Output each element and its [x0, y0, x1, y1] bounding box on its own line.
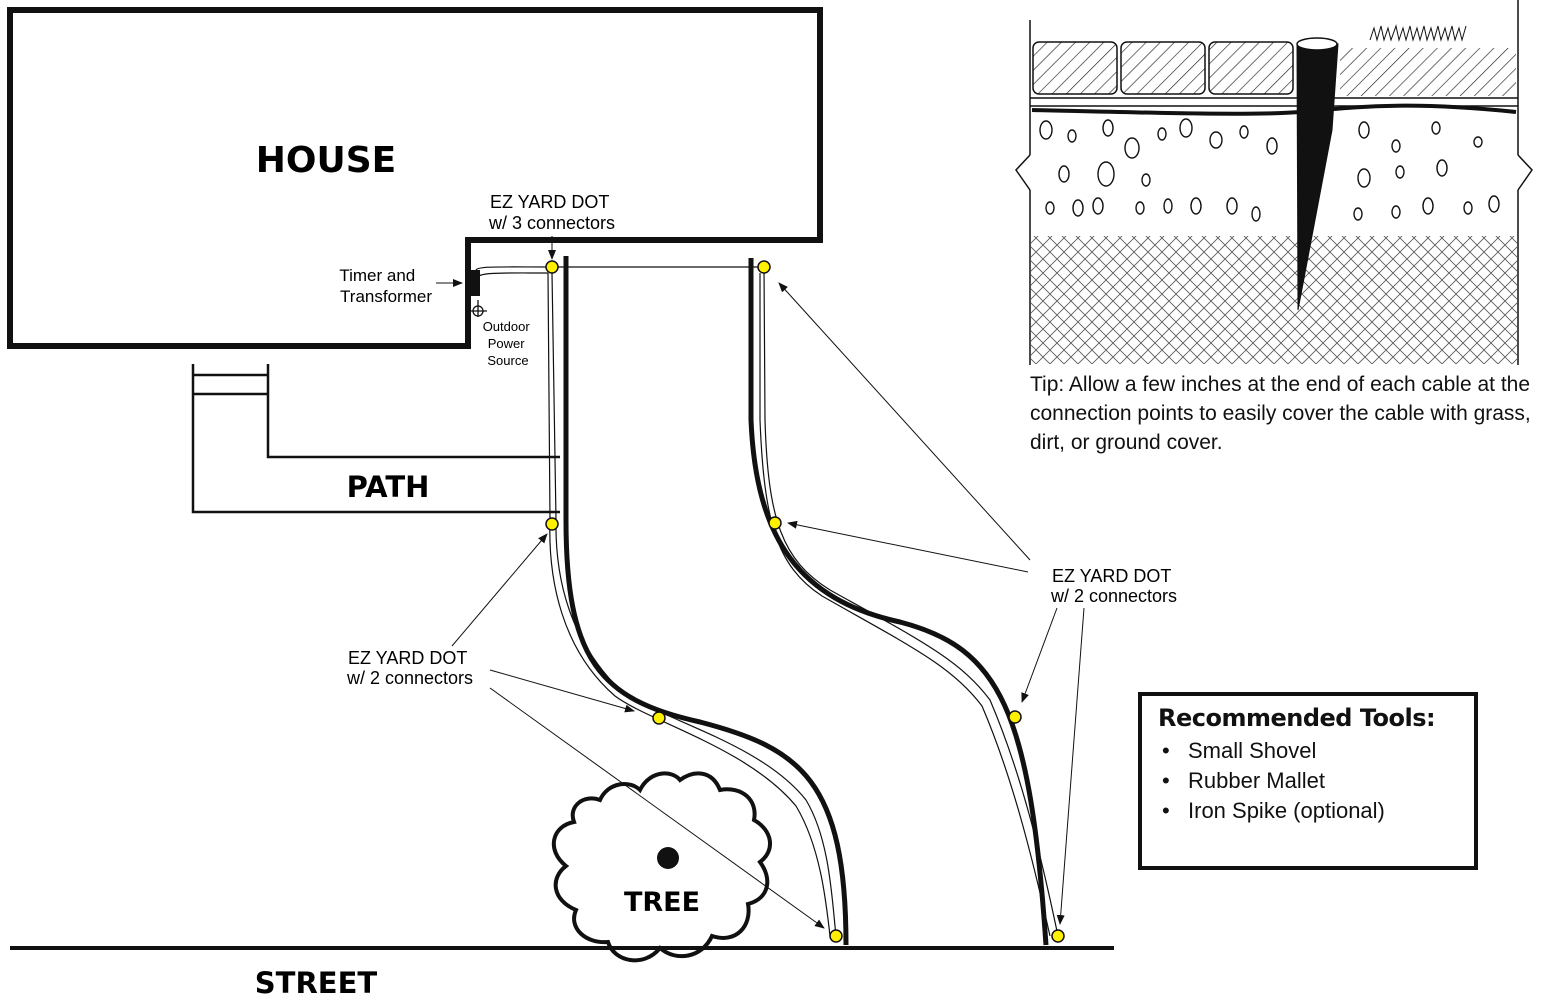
dot2-left-label-1: EZ YARD DOT [348, 648, 467, 668]
transformer-box [466, 270, 480, 296]
power-label-3: Source [487, 353, 528, 368]
power-label-2: Power [488, 336, 526, 351]
house-label: HOUSE [256, 140, 396, 181]
house-outline [7, 7, 823, 349]
connector-dot [768, 516, 782, 530]
dot2-right-label-2: w/ 2 connectors [1050, 586, 1177, 606]
connector-dot [545, 517, 559, 531]
svg-text:Outdoor Power Source: Outdoor Power Source [483, 319, 534, 368]
svg-text:EZ YARD DOT w/ 3 connector: EZ YARD DOT w/ 3 connectors [488, 192, 615, 233]
connector-dot [652, 711, 666, 725]
dot2-left-label-2: w/ 2 connectors [346, 668, 473, 688]
svg-text:EZ YARD DOT w/ 2 connector: EZ YARD DOT w/ 2 connectors [346, 648, 473, 688]
street-label: STREET [255, 966, 378, 997]
connector-dot [545, 260, 559, 274]
right-callout-arrows [778, 282, 1085, 925]
timer-label-1: Timer and [339, 266, 415, 285]
connector-dot [829, 929, 843, 943]
tool-item: Rubber Mallet [1162, 766, 1458, 796]
connector-dot [757, 260, 771, 274]
tool-item: Small Shovel [1162, 736, 1458, 766]
path-outline [191, 364, 560, 514]
svg-text:EZ YARD DOT w/ 2 connector: EZ YARD DOT w/ 2 connectors [1050, 566, 1177, 606]
walkway-left-edge [563, 256, 849, 946]
power-label-1: Outdoor [483, 319, 531, 334]
tree-trunk-dot [657, 847, 679, 869]
left-callout-arrows [451, 533, 825, 929]
connector-dot [1008, 710, 1022, 724]
path-label: PATH [347, 470, 430, 504]
dot3-label-1: EZ YARD DOT [490, 192, 609, 212]
soil-cross-section [1015, 0, 1533, 365]
power-outlet-icon [470, 300, 487, 317]
recommended-tools-box: Recommended Tools: Small Shovel Rubber M… [1138, 692, 1478, 870]
tool-item: Iron Spike (optional) [1162, 796, 1458, 826]
connector-dot [1051, 929, 1065, 943]
tree-label: TREE [624, 887, 700, 918]
dot3-label-2: w/ 3 connectors [488, 213, 615, 233]
tools-list: Small Shovel Rubber Mallet Iron Spike (o… [1158, 736, 1458, 826]
timer-label-2: Transformer [340, 287, 432, 306]
svg-text:Timer and Transformer: Timer and Transformer [339, 266, 432, 306]
tip-text: Tip: Allow a few inches at the end of ea… [1030, 373, 1531, 454]
connector-dots [545, 260, 1065, 943]
walkway-right-edge [748, 258, 1049, 946]
dot2-right-label-1: EZ YARD DOT [1052, 566, 1171, 586]
tools-title: Recommended Tools: [1158, 704, 1436, 732]
